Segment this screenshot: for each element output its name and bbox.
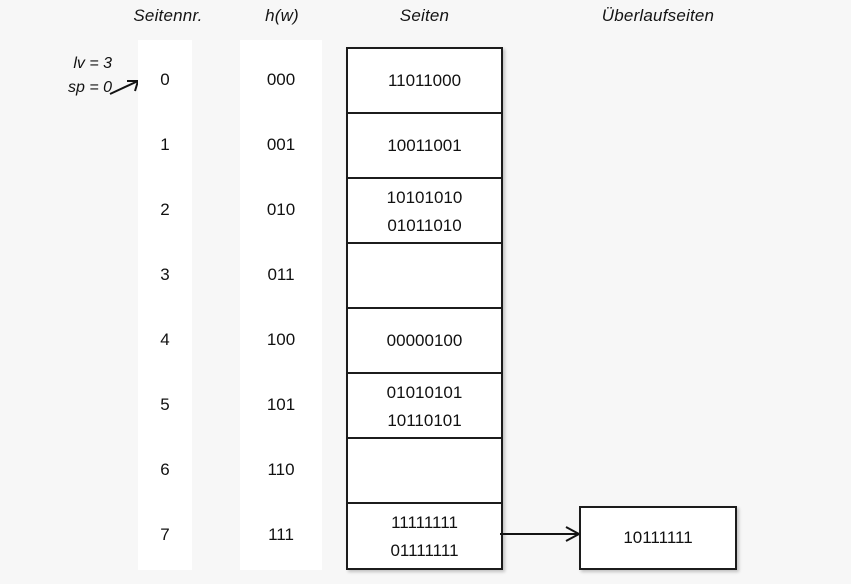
page-entry: 10101010 <box>386 188 463 207</box>
hw-cell: 100 <box>266 330 296 349</box>
hw-cell: 110 <box>267 460 295 479</box>
seitennr-cell: 2 <box>160 200 170 219</box>
column-header-seitennr: Seitennr. <box>133 6 203 25</box>
hw-cell: 011 <box>267 265 295 284</box>
hw-column-band <box>240 40 322 570</box>
page-cell: 10011001 <box>348 114 501 179</box>
page-entry: 01011010 <box>387 216 462 235</box>
arrow-right-icon <box>109 80 139 95</box>
page-cell: 10101010 01011010 <box>348 179 501 244</box>
hw-cell: 101 <box>266 395 296 414</box>
seitennr-column-band <box>138 40 192 570</box>
page-entry: 01010101 <box>386 383 463 402</box>
overflow-entry: 10111111 <box>623 528 693 547</box>
page-entry: 11011000 <box>387 71 462 90</box>
page-entry: 11111111 <box>391 513 458 532</box>
seitennr-cell: 6 <box>160 460 170 479</box>
level-split-annotation: lv = 3 sp = 0 <box>36 52 112 100</box>
hw-cell: 001 <box>266 135 296 154</box>
column-header-ueberlaufseiten: Überlaufseiten <box>601 6 715 25</box>
annotation-lv: lv = 3 <box>73 55 112 72</box>
page-cell-empty <box>348 244 501 309</box>
seitennr-cell: 7 <box>160 525 170 544</box>
page-entry: 10110101 <box>387 411 462 430</box>
overflow-page: 10111111 <box>579 506 737 570</box>
column-header-seiten: Seiten <box>399 6 450 25</box>
page-cell: 00000100 <box>348 309 501 374</box>
page-cell-empty <box>348 439 501 504</box>
seitennr-cell: 1 <box>160 135 170 154</box>
seitennr-cell: 3 <box>160 265 170 284</box>
page-cell: 11011000 <box>348 49 501 114</box>
page-cell: 11111111 01111111 <box>348 504 501 569</box>
page-entry: 01111111 <box>390 541 459 560</box>
seitennr-cell: 0 <box>160 70 170 89</box>
annotation-sp: sp = 0 <box>67 79 112 96</box>
hw-cell: 010 <box>266 200 296 219</box>
pages-table: 11011000 10011001 10101010 01011010 0000… <box>346 47 503 570</box>
seitennr-cell: 5 <box>160 395 170 414</box>
page-entry: 00000100 <box>386 331 463 350</box>
arrow-right-icon <box>500 526 582 542</box>
page-cell: 01010101 10110101 <box>348 374 501 439</box>
column-header-hw: h(w) <box>265 6 299 25</box>
hw-cell: 000 <box>266 70 296 89</box>
page-entry: 10011001 <box>387 136 462 155</box>
seitennr-cell: 4 <box>160 330 170 349</box>
hw-cell: 111 <box>268 525 294 544</box>
